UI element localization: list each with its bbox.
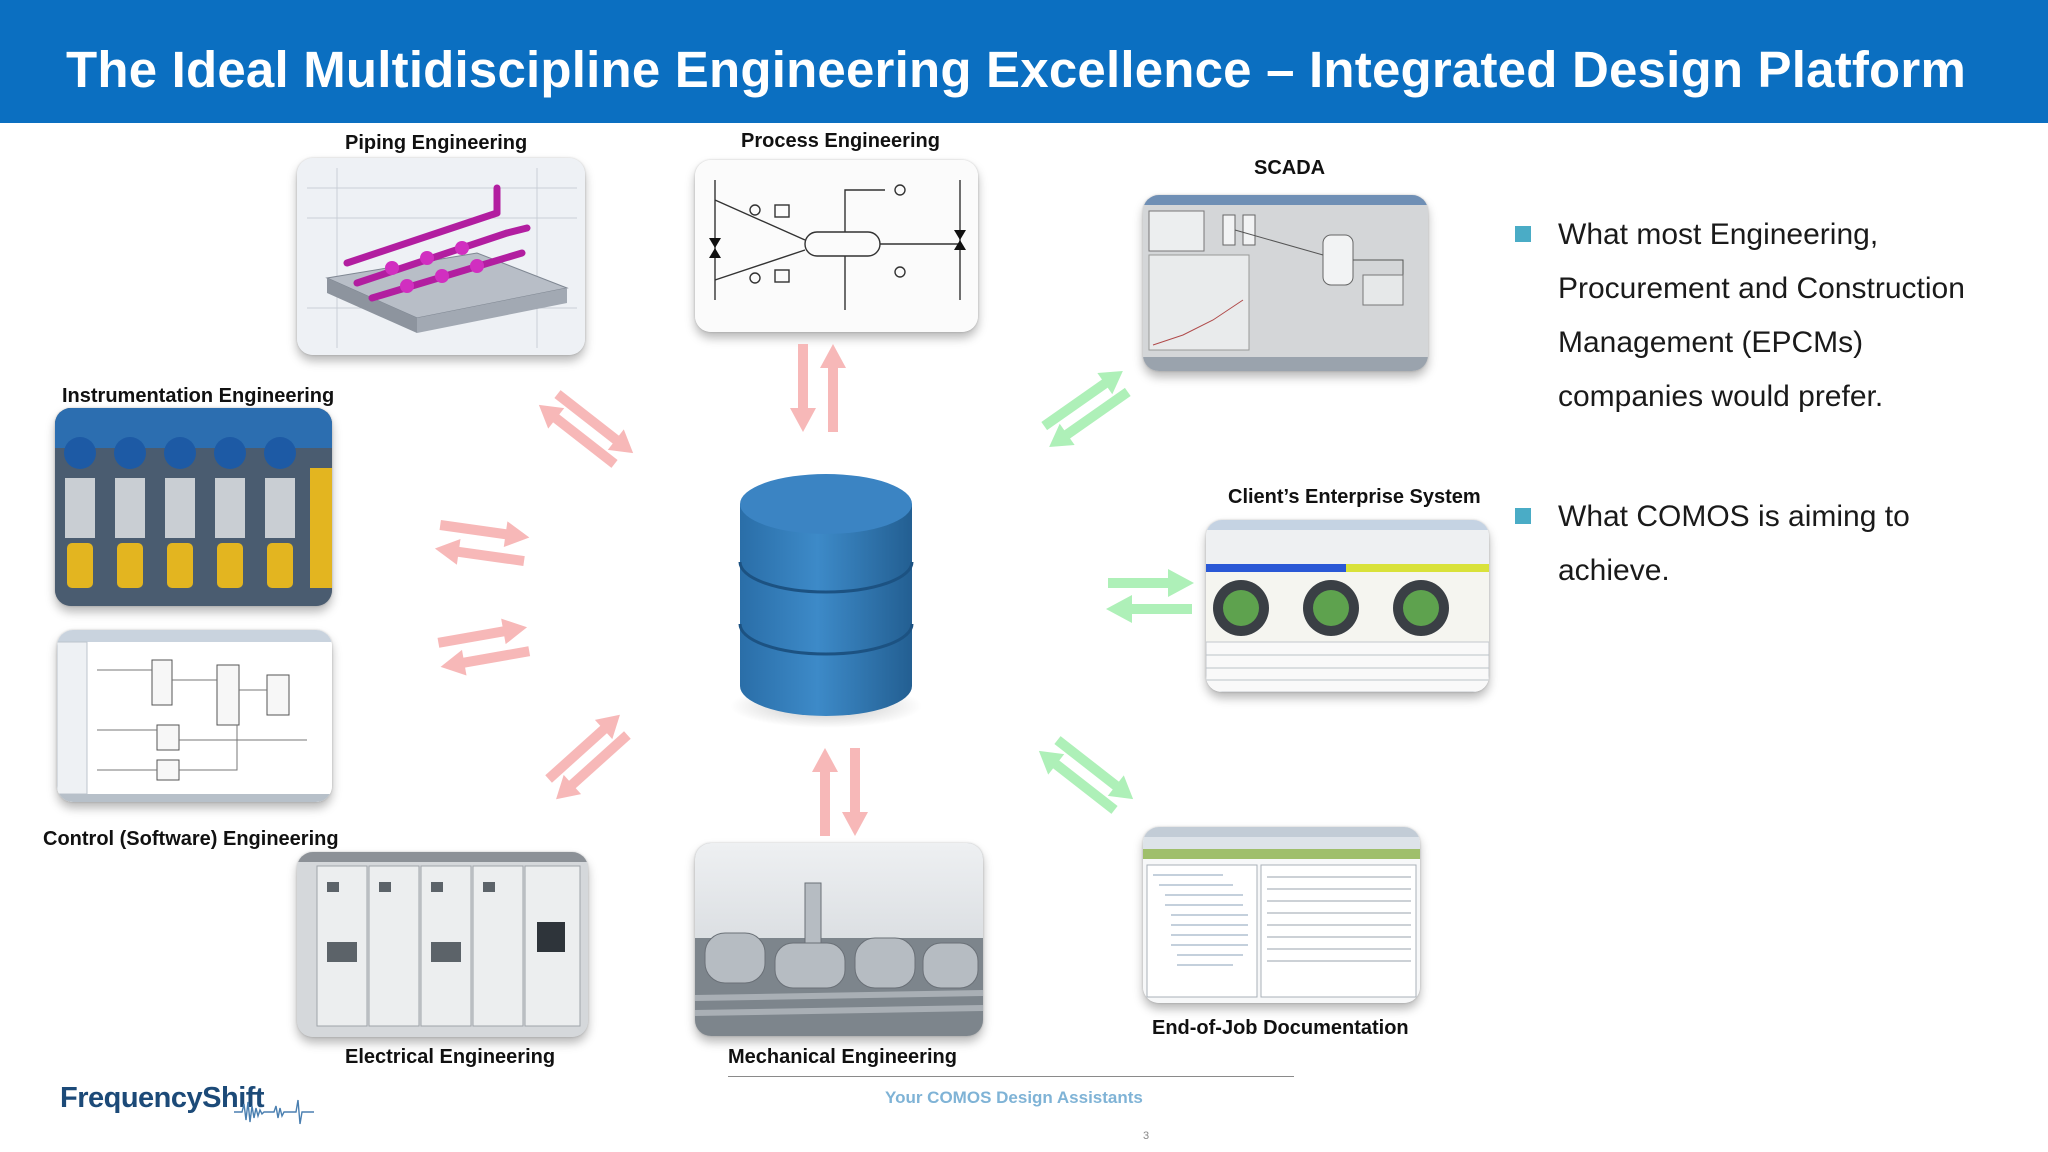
- client-system-image: [1206, 520, 1489, 692]
- instrumentation-image: [55, 408, 332, 606]
- label-documentation: End-of-Job Documentation: [1152, 1017, 1409, 1039]
- slide-title: The Ideal Multidiscipline Engineering Ex…: [66, 41, 1967, 98]
- bidirectional-arrow-control: [437, 618, 531, 676]
- bullet-text: What most Engineering, Procurement and C…: [1558, 218, 1965, 413]
- process-image: [695, 160, 978, 332]
- bullet-item: What most Engineering, Procurement and C…: [1515, 208, 2015, 424]
- label-control: Control (Software) Engineering: [43, 828, 339, 850]
- footer-tagline: Your COMOS Design Assistants: [885, 1088, 1143, 1107]
- piping-image: [297, 158, 585, 355]
- electrical-image: [297, 852, 588, 1037]
- footer-divider: [728, 1076, 1294, 1077]
- documentation-image: [1143, 827, 1420, 1003]
- mechanical-image: [695, 843, 983, 1036]
- bullet-list: What most Engineering, Procurement and C…: [1515, 208, 2015, 598]
- scada-image: [1143, 195, 1428, 371]
- label-electrical: Electrical Engineering: [345, 1046, 556, 1068]
- bidirectional-arrow-documentation: [1038, 736, 1134, 814]
- label-scada: SCADA: [1254, 157, 1326, 179]
- frequencyshift-logo: FrequencyShift: [60, 1082, 265, 1114]
- label-piping: Piping Engineering: [345, 132, 528, 154]
- database-icon: [730, 474, 922, 728]
- bidirectional-arrow-electrical: [545, 714, 631, 800]
- bidirectional-arrow-mechanical: [812, 748, 868, 836]
- label-process: Process Engineering: [741, 130, 940, 152]
- waveform-icon: [234, 1099, 314, 1125]
- bullet-square-icon: [1515, 508, 1531, 524]
- label-mechanical: Mechanical Engineering: [728, 1046, 957, 1068]
- bidirectional-arrow-scada: [1041, 370, 1131, 448]
- bullet-text: What COMOS is aiming to achieve.: [1558, 500, 1910, 587]
- page-number: 3: [1143, 1130, 1150, 1142]
- bidirectional-arrow-client-system: [1106, 569, 1194, 623]
- title-bar: The Ideal Multidiscipline Engineering Ex…: [0, 0, 2048, 123]
- label-client-system: Client’s Enterprise System: [1228, 486, 1481, 508]
- bidirectional-arrow-process: [790, 344, 846, 432]
- bullet-item: What COMOS is aiming to achieve.: [1515, 490, 2015, 598]
- control-software-image: [57, 630, 332, 802]
- bidirectional-arrow-instrumentation: [434, 520, 530, 566]
- label-instrumentation: Instrumentation Engineering: [62, 385, 335, 407]
- bidirectional-arrow-piping: [538, 390, 634, 468]
- bullet-square-icon: [1515, 226, 1531, 242]
